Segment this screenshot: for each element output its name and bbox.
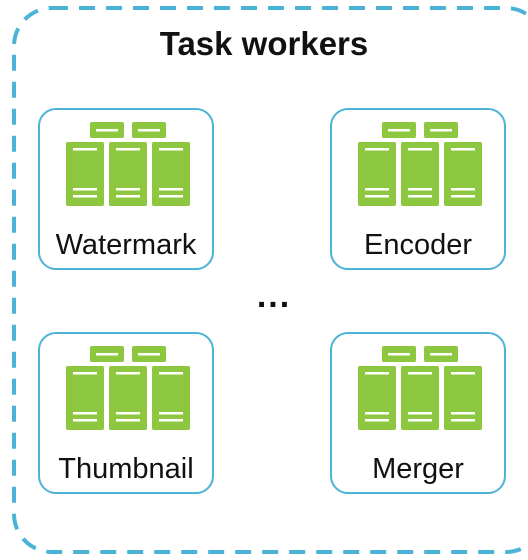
more-workers-ellipsis: ... <box>256 277 292 315</box>
worker-card-merger[interactable]: Merger <box>330 332 506 494</box>
worker-label: Encoder <box>363 229 472 261</box>
server-rack-icon <box>358 122 482 206</box>
worker-card-encoder[interactable]: Encoder <box>330 108 506 270</box>
worker-label: Merger <box>372 453 464 485</box>
server-rack-icon <box>358 346 482 430</box>
worker-label: Thumbnail <box>58 453 194 485</box>
worker-card-watermark[interactable]: Watermark <box>38 108 214 270</box>
worker-label: Watermark <box>55 229 197 261</box>
server-rack-icon <box>66 122 190 206</box>
worker-card-thumbnail[interactable]: Thumbnail <box>38 332 214 494</box>
server-rack-icon <box>66 346 190 430</box>
group-title: Task workers <box>159 25 369 62</box>
